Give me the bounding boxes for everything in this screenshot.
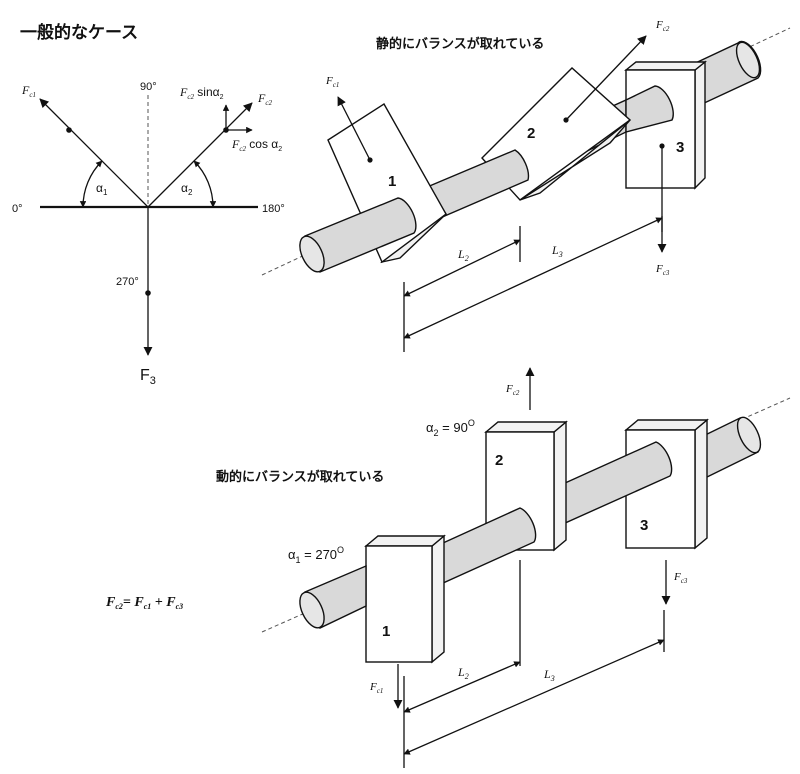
fc1-label: Fc1 bbox=[21, 83, 36, 99]
static-shaft-front-end bbox=[299, 235, 325, 273]
dynamic-title: 動的にバランスが取れている bbox=[216, 469, 384, 485]
static-balance-panel: 静的にバランスが取れている 3 Fc3 2 Fc2 1 Fc1 bbox=[261, 19, 791, 352]
static-fc3-label: Fc3 bbox=[655, 263, 670, 277]
fc2-sin-label: Fc2 sinα2 bbox=[179, 85, 224, 101]
dynamic-alpha2-label: α2 = 90O bbox=[426, 418, 475, 438]
fc1-point bbox=[66, 127, 72, 133]
balance-equation: Fc2= Fc1 + Fc3 bbox=[105, 595, 183, 611]
static-l3-label: L3 bbox=[551, 243, 563, 259]
dynamic-balance-panel: 動的にバランスが取れている 3 Fc3 2 Fc2 α2 = 90O 1 Fc1 bbox=[216, 367, 791, 768]
equation-text: Fc2= Fc1 + Fc3 bbox=[105, 595, 183, 611]
f3-point bbox=[145, 290, 151, 296]
dynamic-block1-label: 1 bbox=[382, 623, 390, 640]
fc2-arrow bbox=[147, 102, 253, 208]
dynamic-block2-top bbox=[484, 421, 568, 433]
static-block3-top bbox=[624, 61, 707, 71]
angle-270-label: 270° bbox=[116, 276, 139, 288]
alpha2-arc bbox=[193, 160, 217, 208]
dynamic-shaft-mid2 bbox=[553, 441, 673, 530]
static-block3-label: 3 bbox=[676, 139, 684, 156]
static-shaft-rear-end bbox=[735, 41, 761, 79]
dynamic-block3-label: 3 bbox=[640, 517, 648, 534]
alpha1-label: α1 bbox=[96, 181, 108, 197]
dynamic-block3-top bbox=[624, 419, 709, 431]
dynamic-l2-label: L2 bbox=[457, 665, 469, 681]
static-block3-side bbox=[694, 60, 706, 190]
general-case-panel: 一般的なケース 0° 180° 90° 270° F3 Fc1 Fc2 Fc2 … bbox=[12, 22, 285, 387]
dynamic-l3-dimension bbox=[403, 639, 665, 755]
fc2-cos-label: Fc2 cos α2 bbox=[231, 137, 282, 153]
dynamic-shaft-rear-end bbox=[736, 416, 762, 454]
alpha1-arc bbox=[79, 160, 103, 208]
static-block2-label: 2 bbox=[527, 125, 535, 142]
dynamic-block1-top bbox=[364, 535, 446, 547]
static-block1-label: 1 bbox=[388, 173, 396, 190]
alpha2-label: α2 bbox=[181, 181, 193, 197]
static-fc2-label: Fc2 bbox=[655, 19, 670, 33]
fc2-label: Fc2 bbox=[257, 91, 272, 107]
dynamic-l3-label: L3 bbox=[543, 667, 555, 683]
static-fc1-arrow bbox=[337, 96, 371, 161]
dynamic-fc1-label: Fc1 bbox=[369, 681, 383, 695]
angle-0-label: 0° bbox=[12, 203, 23, 215]
static-shaft-mid1 bbox=[418, 149, 530, 219]
dynamic-block2-side bbox=[553, 420, 567, 552]
static-block2-bottom bbox=[519, 119, 631, 201]
general-title: 一般的なケース bbox=[20, 22, 138, 43]
dynamic-fc3-label: Fc3 bbox=[673, 571, 688, 585]
angle-90-label: 90° bbox=[140, 81, 157, 93]
static-fc1-label: Fc1 bbox=[325, 75, 339, 89]
fc1-arrow bbox=[39, 98, 149, 208]
f3-label: F3 bbox=[140, 367, 156, 387]
dynamic-block1 bbox=[365, 545, 433, 663]
static-fc2-arrow bbox=[565, 35, 647, 121]
angle-180-label: 180° bbox=[262, 203, 285, 215]
dynamic-fc2-label: Fc2 bbox=[505, 383, 520, 397]
static-l3-dimension bbox=[403, 217, 663, 339]
static-shaft-mid3 bbox=[625, 85, 674, 133]
static-title: 静的にバランスが取れている bbox=[376, 36, 544, 52]
dynamic-block1-side bbox=[431, 534, 445, 664]
static-l2-label: L2 bbox=[457, 247, 469, 263]
dynamic-block3-side bbox=[694, 418, 708, 550]
dynamic-alpha1-label: α1 = 270O bbox=[288, 545, 344, 565]
dynamic-shaft-front-end bbox=[299, 591, 325, 629]
dynamic-block2-label: 2 bbox=[495, 452, 503, 469]
dynamic-shaft-mid1 bbox=[431, 507, 537, 590]
